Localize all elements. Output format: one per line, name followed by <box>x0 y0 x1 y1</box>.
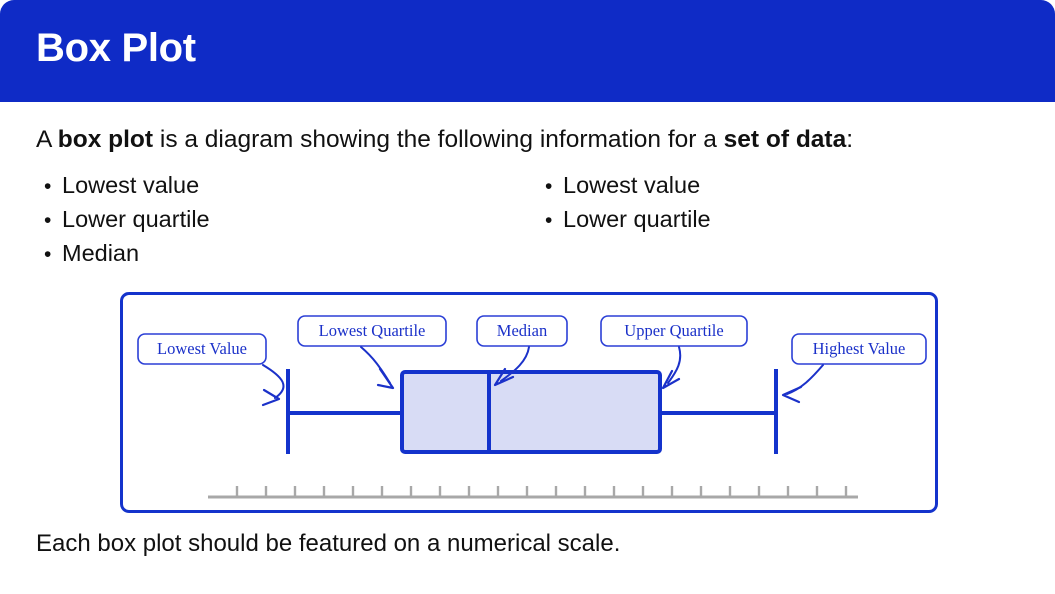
arrow-lowest-value <box>262 364 285 399</box>
list-item: • Lower quartile <box>545 206 711 240</box>
label-chip-text: Lowest Quartile <box>319 321 426 340</box>
interquartile-range-box <box>400 370 662 454</box>
list-item: • Lowest value <box>44 172 210 206</box>
label-chip-text: Lowest Value <box>157 339 247 358</box>
label-chip-text: Median <box>497 321 547 340</box>
label-chip-background <box>137 333 267 365</box>
arrow-median <box>500 346 530 382</box>
arrow-head-lowest-quartile <box>376 367 395 390</box>
intro-sentence: A box plot is a diagram showing the foll… <box>36 126 853 154</box>
bullet-dot-icon: • <box>44 175 52 198</box>
box-plot-diagram: Lowest Value Lowest Quartile Median Upper Q… <box>137 315 927 499</box>
list-item: • Lower quartile <box>44 206 210 240</box>
intro-prefix: A <box>36 126 58 153</box>
bullet-list-left: • Lowest value • Lower quartile • Median <box>44 172 210 274</box>
page-title: Box Plot <box>36 26 196 70</box>
list-item: • Lowest value <box>545 172 711 206</box>
list-item-label: Lower quartile <box>563 206 711 232</box>
list-item-label: Lowest value <box>62 172 200 198</box>
label-chip-median[interactable]: Median <box>476 315 568 347</box>
bullet-dot-icon: • <box>545 175 553 198</box>
bullet-dot-icon: • <box>545 209 553 232</box>
list-item-label: Median <box>62 240 140 266</box>
intro-suffix: : <box>846 126 854 153</box>
list-item: • Median <box>44 240 210 274</box>
arrow-head-upper-quartile <box>661 369 681 390</box>
callout-arrows <box>261 346 824 407</box>
label-chip-upper-quartile[interactable]: Upper Quartile <box>600 315 748 347</box>
intro-middle: is a diagram showing the following infor… <box>153 126 724 153</box>
arrow-upper-quartile <box>667 346 682 384</box>
intro-bold-set-of-data: set of data <box>723 126 847 153</box>
box-plot-diagram-panel: Lowest Value Lowest Quartile Median Upper Q… <box>120 292 938 513</box>
bullet-dot-icon: • <box>44 243 52 266</box>
arrow-head-highest-value <box>781 385 803 404</box>
list-item-label: Lowest value <box>563 172 701 198</box>
label-chip-highest-value[interactable]: Highest Value <box>791 333 927 365</box>
label-chip-layer: Lowest Value Lowest Quartile Median Upper Q… <box>137 315 927 365</box>
arrow-head-median <box>493 367 515 387</box>
label-chip-background <box>476 315 568 347</box>
label-chip-text: Upper Quartile <box>624 321 723 340</box>
label-chip-background <box>297 315 447 347</box>
label-chip-text: Highest Value <box>813 339 906 358</box>
intro-bold-box-plot: box plot <box>57 126 154 153</box>
list-item-label: Lower quartile <box>62 206 210 232</box>
bullet-list-right: • Lowest value • Lower quartile <box>545 172 711 240</box>
box-plot-graphic <box>286 369 778 454</box>
numerical-scale-ruler <box>208 486 858 499</box>
label-chip-lowest-value[interactable]: Lowest Value <box>137 333 267 365</box>
label-chip-lowest-quartile[interactable]: Lowest Quartile <box>297 315 447 347</box>
header-bar: Box Plot <box>0 0 1055 102</box>
label-chip-background <box>791 333 927 365</box>
footer-sentence: Each box plot should be featured on a nu… <box>36 530 621 557</box>
arrow-head-lowest-value <box>261 388 281 407</box>
bullet-dot-icon: • <box>44 209 52 232</box>
label-chip-background <box>600 315 748 347</box>
